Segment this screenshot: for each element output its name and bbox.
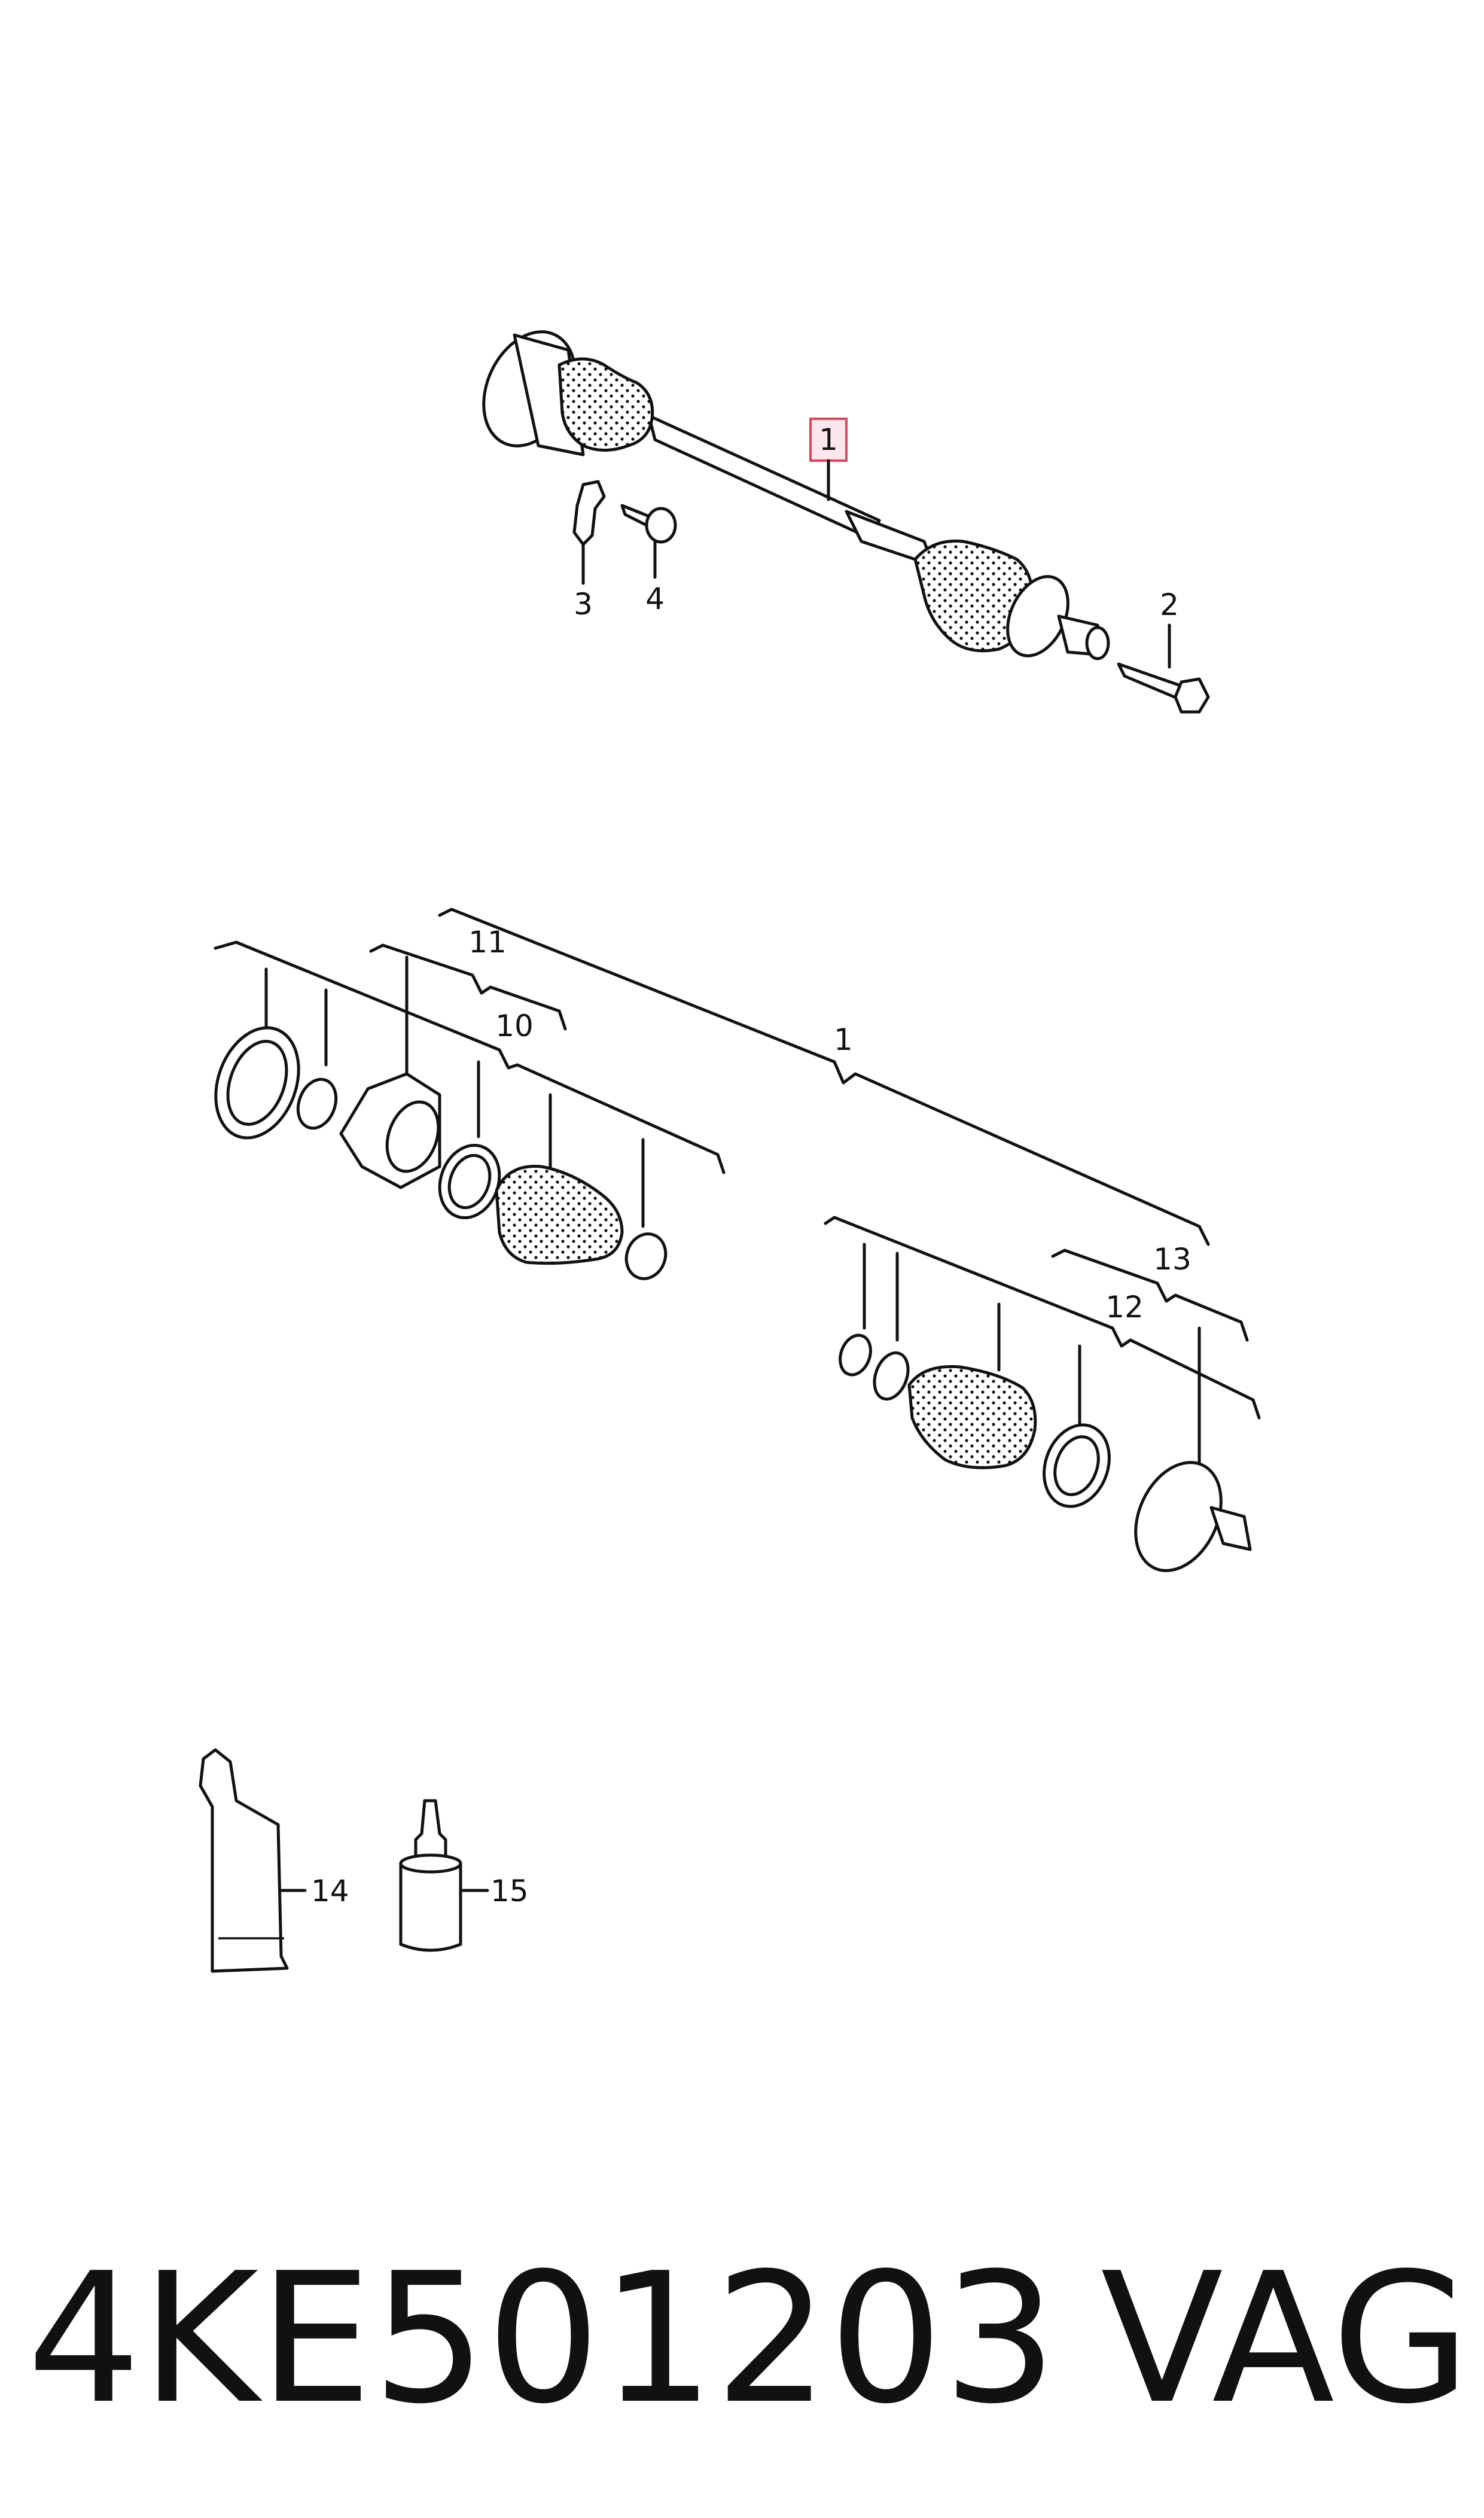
small-bolt-head	[645, 507, 677, 544]
callout-inner-kit: 12	[1105, 1290, 1144, 1325]
tube-body	[199, 1748, 289, 1973]
bottle-body	[399, 1799, 462, 1952]
bracket-group-11	[369, 943, 567, 1031]
inner-cv-joint	[1134, 1461, 1223, 1572]
outer-side-parts	[214, 955, 668, 1280]
callout-shaft-group: 1	[834, 1022, 853, 1057]
outer-boot	[557, 357, 654, 452]
circlip-inner	[873, 1351, 910, 1401]
bracket-group-1	[438, 908, 1210, 1246]
outer-boot-exploded	[495, 1165, 624, 1265]
footer: 4KE501203 VAG	[0, 2225, 1484, 2477]
bracket-group-10	[214, 940, 726, 1174]
seal-ring-inner	[226, 1040, 288, 1126]
callout-outer-group: 11	[468, 925, 507, 960]
inner-boot-exploded	[907, 1365, 1037, 1469]
brand-text: VAG	[1101, 2234, 1471, 2443]
clamp-small	[624, 1232, 668, 1280]
inner-side-parts	[839, 1243, 1252, 1572]
part-number-text: 4KE501203	[27, 2234, 1058, 2443]
callout-bolt-small: 4	[645, 581, 665, 616]
bracket-group-12	[824, 1216, 1261, 1420]
joint-bore	[385, 1100, 440, 1173]
sealant-bottle	[399, 1799, 462, 1952]
callout-bolt-top: 2	[1160, 587, 1179, 622]
flange-bolt	[1117, 662, 1210, 714]
bracket-group-13	[1051, 1249, 1249, 1342]
callout-shaft-top: 1	[819, 422, 838, 457]
drive-shaft-assembly	[482, 330, 1110, 660]
spline-end	[1085, 626, 1110, 660]
callout-bracket: 3	[574, 587, 593, 622]
clamp-large-inner-ring	[1053, 1435, 1100, 1496]
callout-inner-group: 13	[1153, 1242, 1192, 1277]
group-brackets	[214, 908, 1261, 1420]
callout-sealant: 15	[490, 1874, 529, 1908]
clamp-large-inner	[447, 1153, 492, 1210]
bolt-head	[1174, 677, 1210, 714]
callout-outer-kit: 10	[495, 1009, 534, 1043]
bottle-shoulder	[399, 1853, 462, 1874]
grease-tube	[199, 1748, 289, 1973]
clamp-small-inner	[839, 1333, 872, 1377]
circlip-ring	[296, 1077, 338, 1130]
bracket-part	[572, 480, 606, 546]
inner-cv-spline	[1209, 1506, 1252, 1551]
callout-grease: 14	[311, 1874, 349, 1908]
